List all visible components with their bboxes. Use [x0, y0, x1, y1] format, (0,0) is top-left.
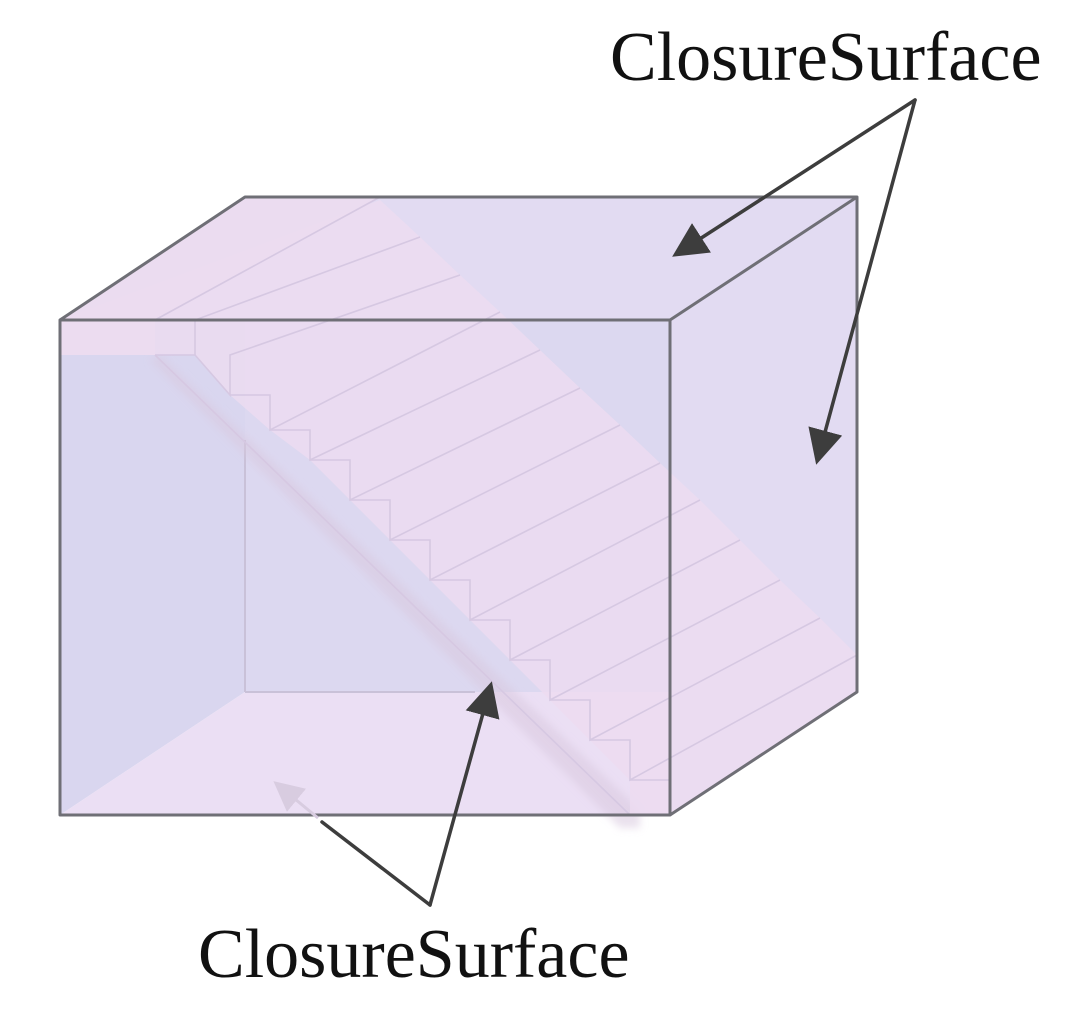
staircase [60, 196, 858, 828]
right-frame [669, 197, 859, 817]
box-outline [58, 195, 859, 817]
top-label: ClosureSurface [610, 19, 1042, 96]
arrow-to-floor-face-upper [273, 781, 319, 820]
stair-steps [154, 196, 858, 816]
arrow-to-right-face [808, 98, 917, 465]
stair-body [60, 200, 857, 815]
arrow-to-floor-face-lower [320, 820, 432, 907]
arrow-to-top-face [672, 98, 917, 257]
bottom-label: ClosureSurface [198, 916, 630, 993]
top-frame [59, 195, 859, 322]
stair-landing [60, 197, 380, 355]
arrow-to-stair-face [428, 681, 500, 907]
annotation-arrows [273, 98, 917, 907]
stair-shadow [150, 355, 640, 828]
